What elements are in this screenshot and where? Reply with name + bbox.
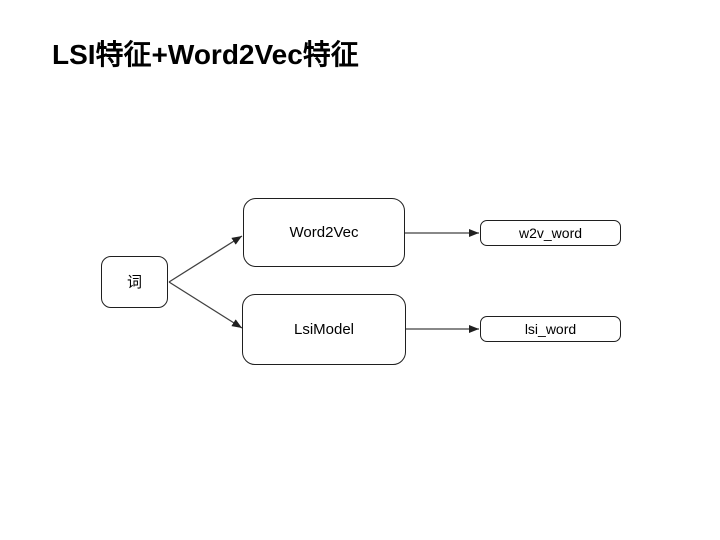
slide-title: LSI特征+Word2Vec特征 (52, 39, 359, 70)
node-w2v-word: w2v_word (480, 220, 621, 246)
node-word: 词 (101, 256, 168, 308)
connector-word-to-lsimodel (168, 281, 243, 329)
node-lsi-word: lsi_word (480, 316, 621, 342)
connector-word-to-word2vec (168, 235, 243, 283)
node-word2vec: Word2Vec (243, 198, 405, 267)
node-lsimodel: LsiModel (242, 294, 406, 365)
